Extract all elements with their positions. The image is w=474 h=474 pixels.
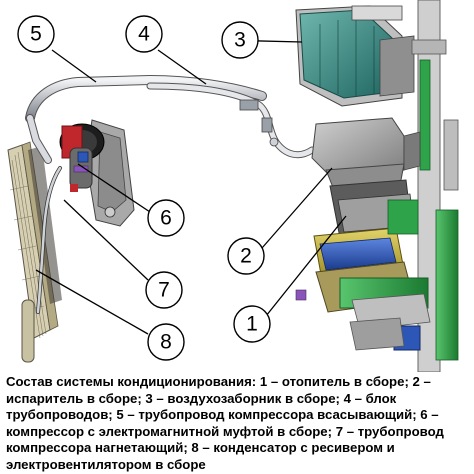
leader-lines (35, 39, 347, 335)
figure-caption: Состав системы кондиционирования: 1 – от… (6, 374, 444, 472)
callout-3-label: 3 (234, 29, 246, 52)
callout-8-label: 8 (160, 331, 172, 354)
air-intake-assembly (295, 5, 415, 107)
callout-4-label: 4 (138, 23, 150, 46)
callout-3: 3 (221, 21, 259, 59)
callout-6-label: 6 (160, 207, 172, 230)
callout-6: 6 (147, 199, 185, 237)
callout-1: 1 (233, 305, 271, 343)
callout-7-label: 7 (158, 279, 170, 302)
pipe-block (146, 82, 316, 159)
compressor-assembly (59, 119, 135, 227)
evaporator-assembly (311, 117, 421, 281)
callout-7: 7 (145, 271, 183, 309)
callout-2: 2 (227, 237, 265, 275)
heater-assembly (295, 209, 459, 361)
callout-5-label: 5 (30, 23, 42, 46)
callout-4: 4 (125, 15, 163, 53)
callout-8: 8 (147, 323, 185, 361)
ac-system-diagram: 5 4 3 6 2 7 1 8 (7, 0, 459, 372)
suction-pipe (25, 74, 267, 164)
discharge-pipe (36, 166, 62, 314)
callout-1-label: 1 (246, 313, 258, 336)
callout-2-label: 2 (240, 245, 252, 268)
callout-5: 5 (17, 15, 55, 53)
